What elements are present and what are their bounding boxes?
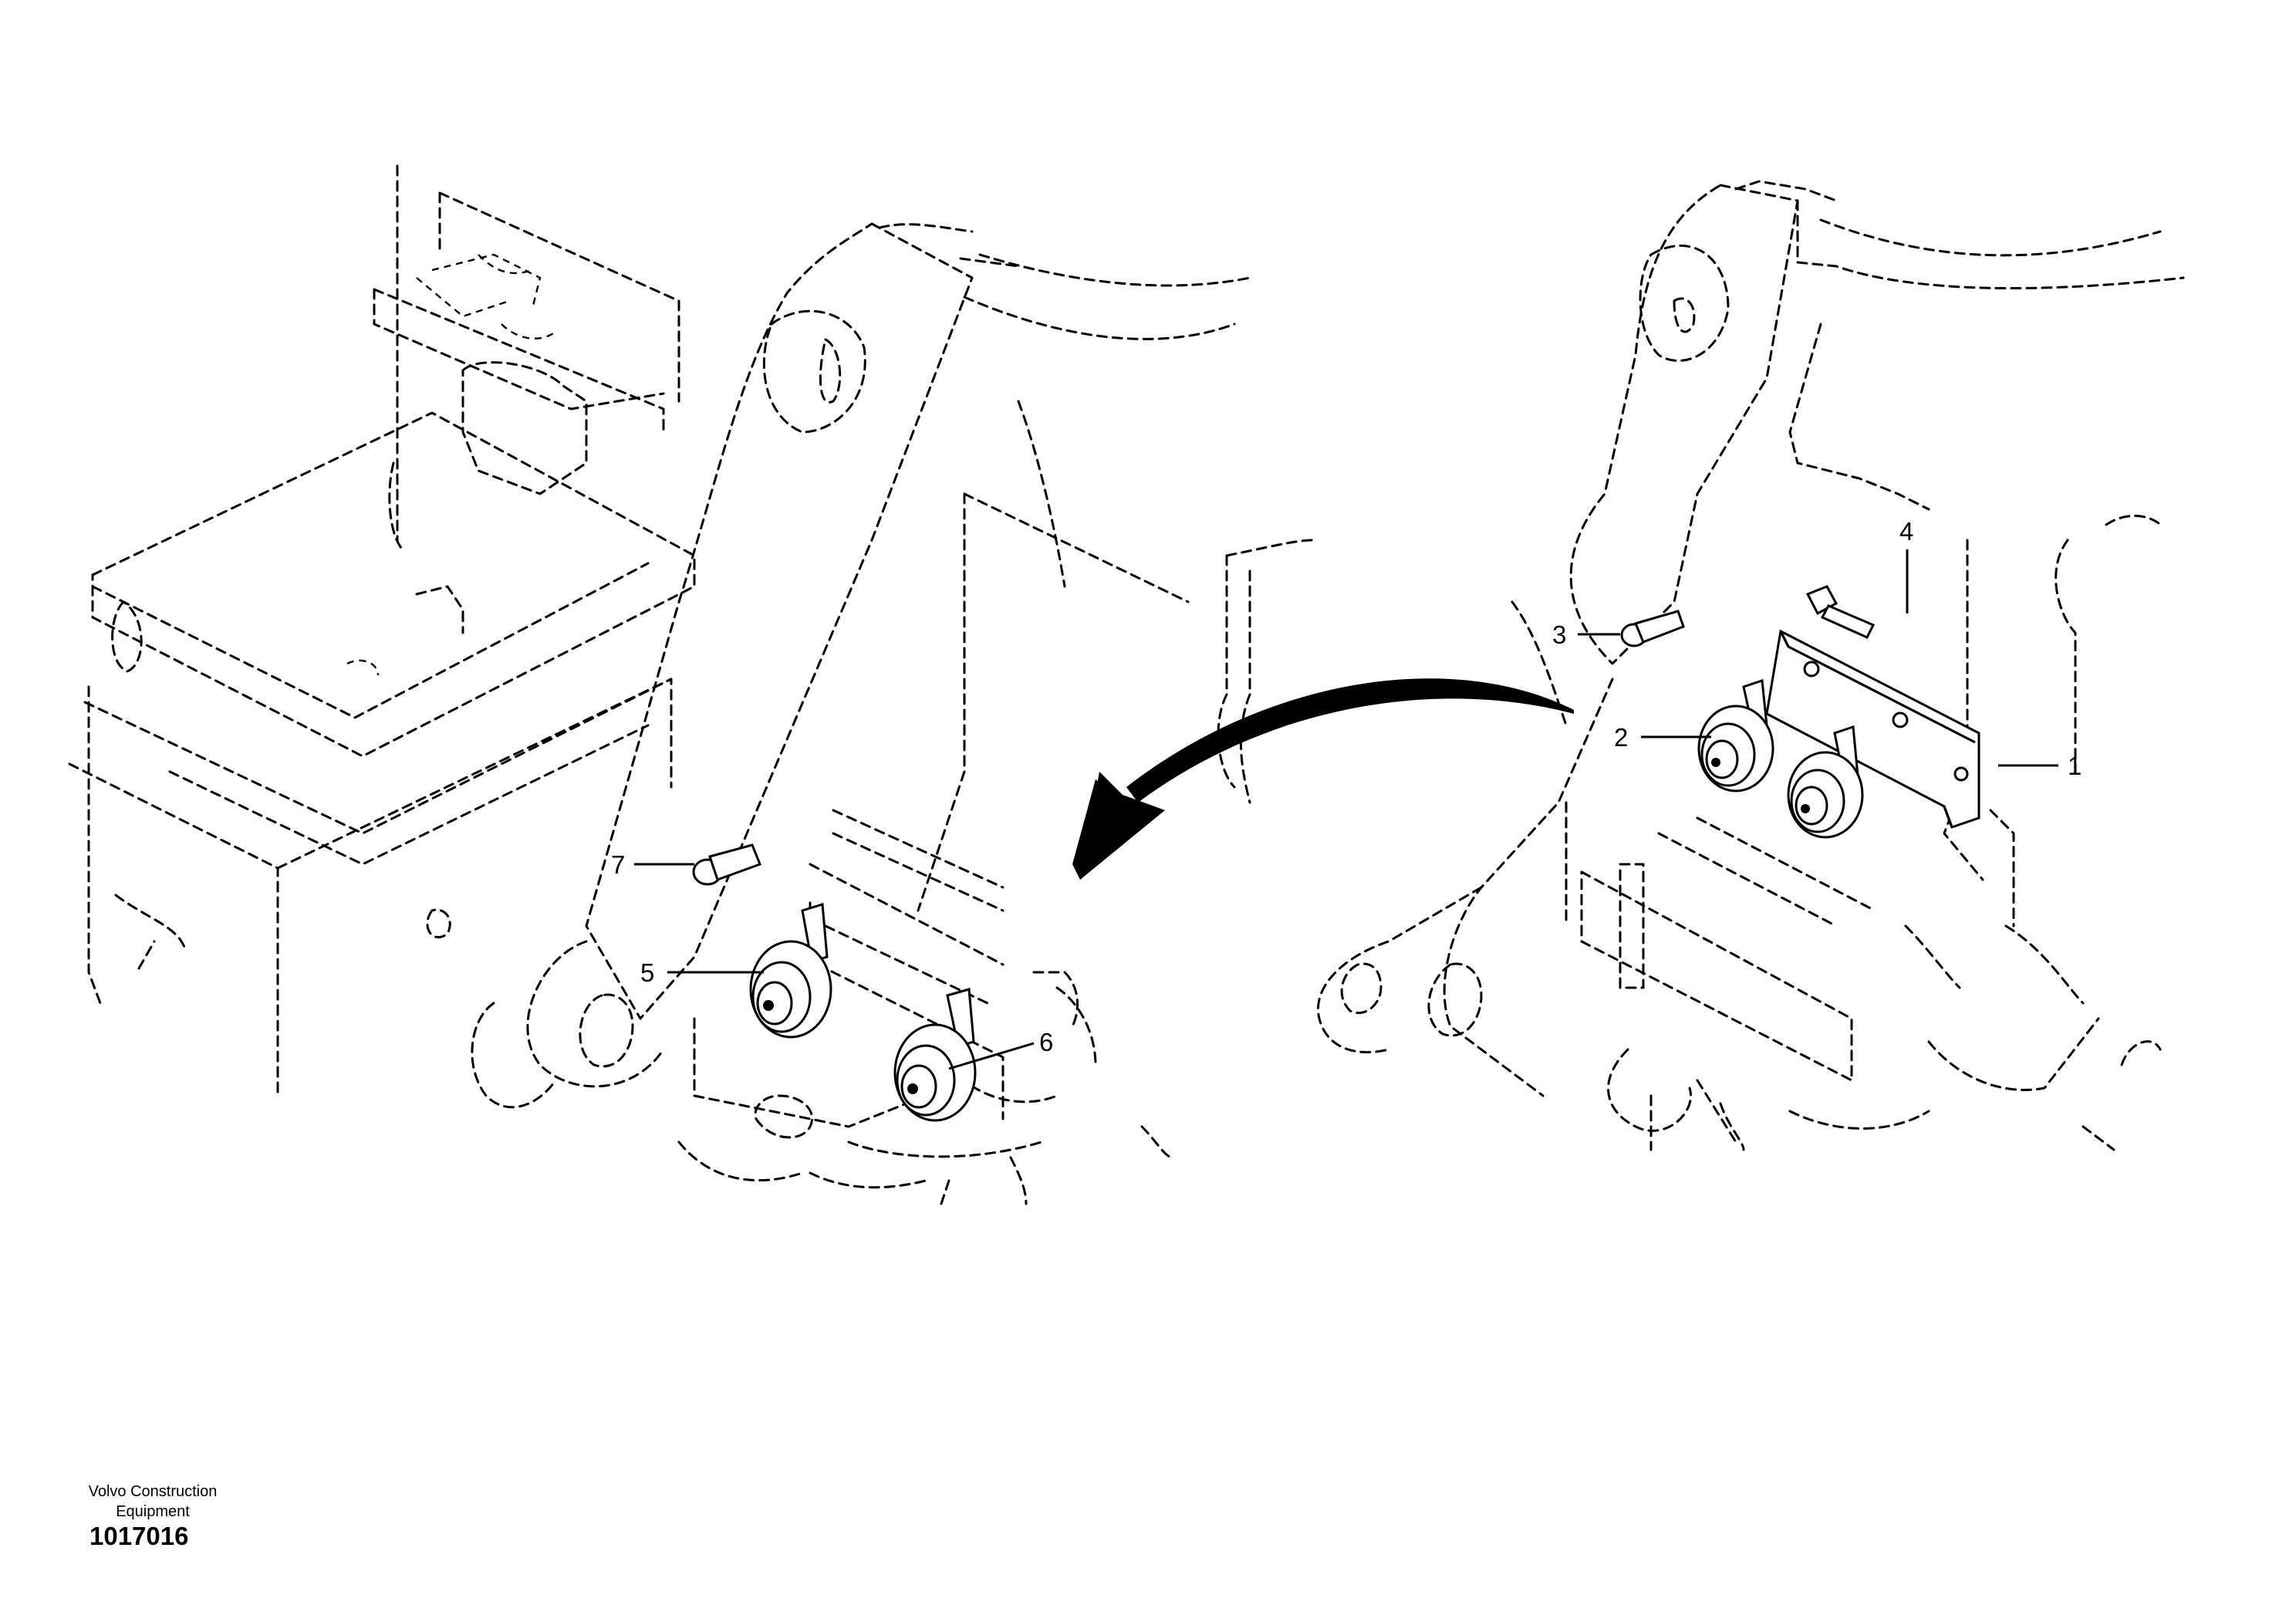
callout-6: 6 [948, 1028, 1053, 1070]
callout-label: 3 [1552, 620, 1566, 649]
callout-label: 2 [1614, 723, 1628, 752]
callout-label: 1 [2068, 752, 2082, 780]
company-caption: Volvo Construction Equipment [68, 1482, 238, 1522]
company-name-line2: Equipment [116, 1503, 190, 1520]
horn-icon [893, 988, 977, 1122]
callout-label: 6 [1039, 1028, 1053, 1056]
bolt-icon [1805, 585, 1876, 639]
bracket-icon [1765, 629, 1980, 829]
callout-label: 4 [1899, 517, 1913, 546]
callout-1: 1 [1998, 752, 2082, 780]
horn-icon [1697, 678, 1774, 792]
horn-icon [749, 903, 832, 1039]
company-name-line1: Volvo Construction [88, 1483, 218, 1500]
right-frame-outline [1317, 180, 2185, 1151]
callout-7: 7 [611, 850, 694, 879]
callout-2: 2 [1614, 723, 1711, 752]
bolt-icon [692, 843, 761, 886]
left-frame-outline [68, 164, 1313, 1205]
curved-arrow-icon [1072, 678, 1574, 880]
callout-label: 7 [611, 850, 625, 879]
drawing-number: 1017016 [89, 1522, 189, 1550]
callout-3: 3 [1552, 620, 1620, 649]
callout-4: 4 [1899, 517, 1913, 613]
horn-icon [1787, 725, 1864, 839]
bolt-icon [1620, 610, 1685, 647]
callout-label: 5 [640, 958, 654, 987]
callout-5: 5 [640, 958, 764, 987]
